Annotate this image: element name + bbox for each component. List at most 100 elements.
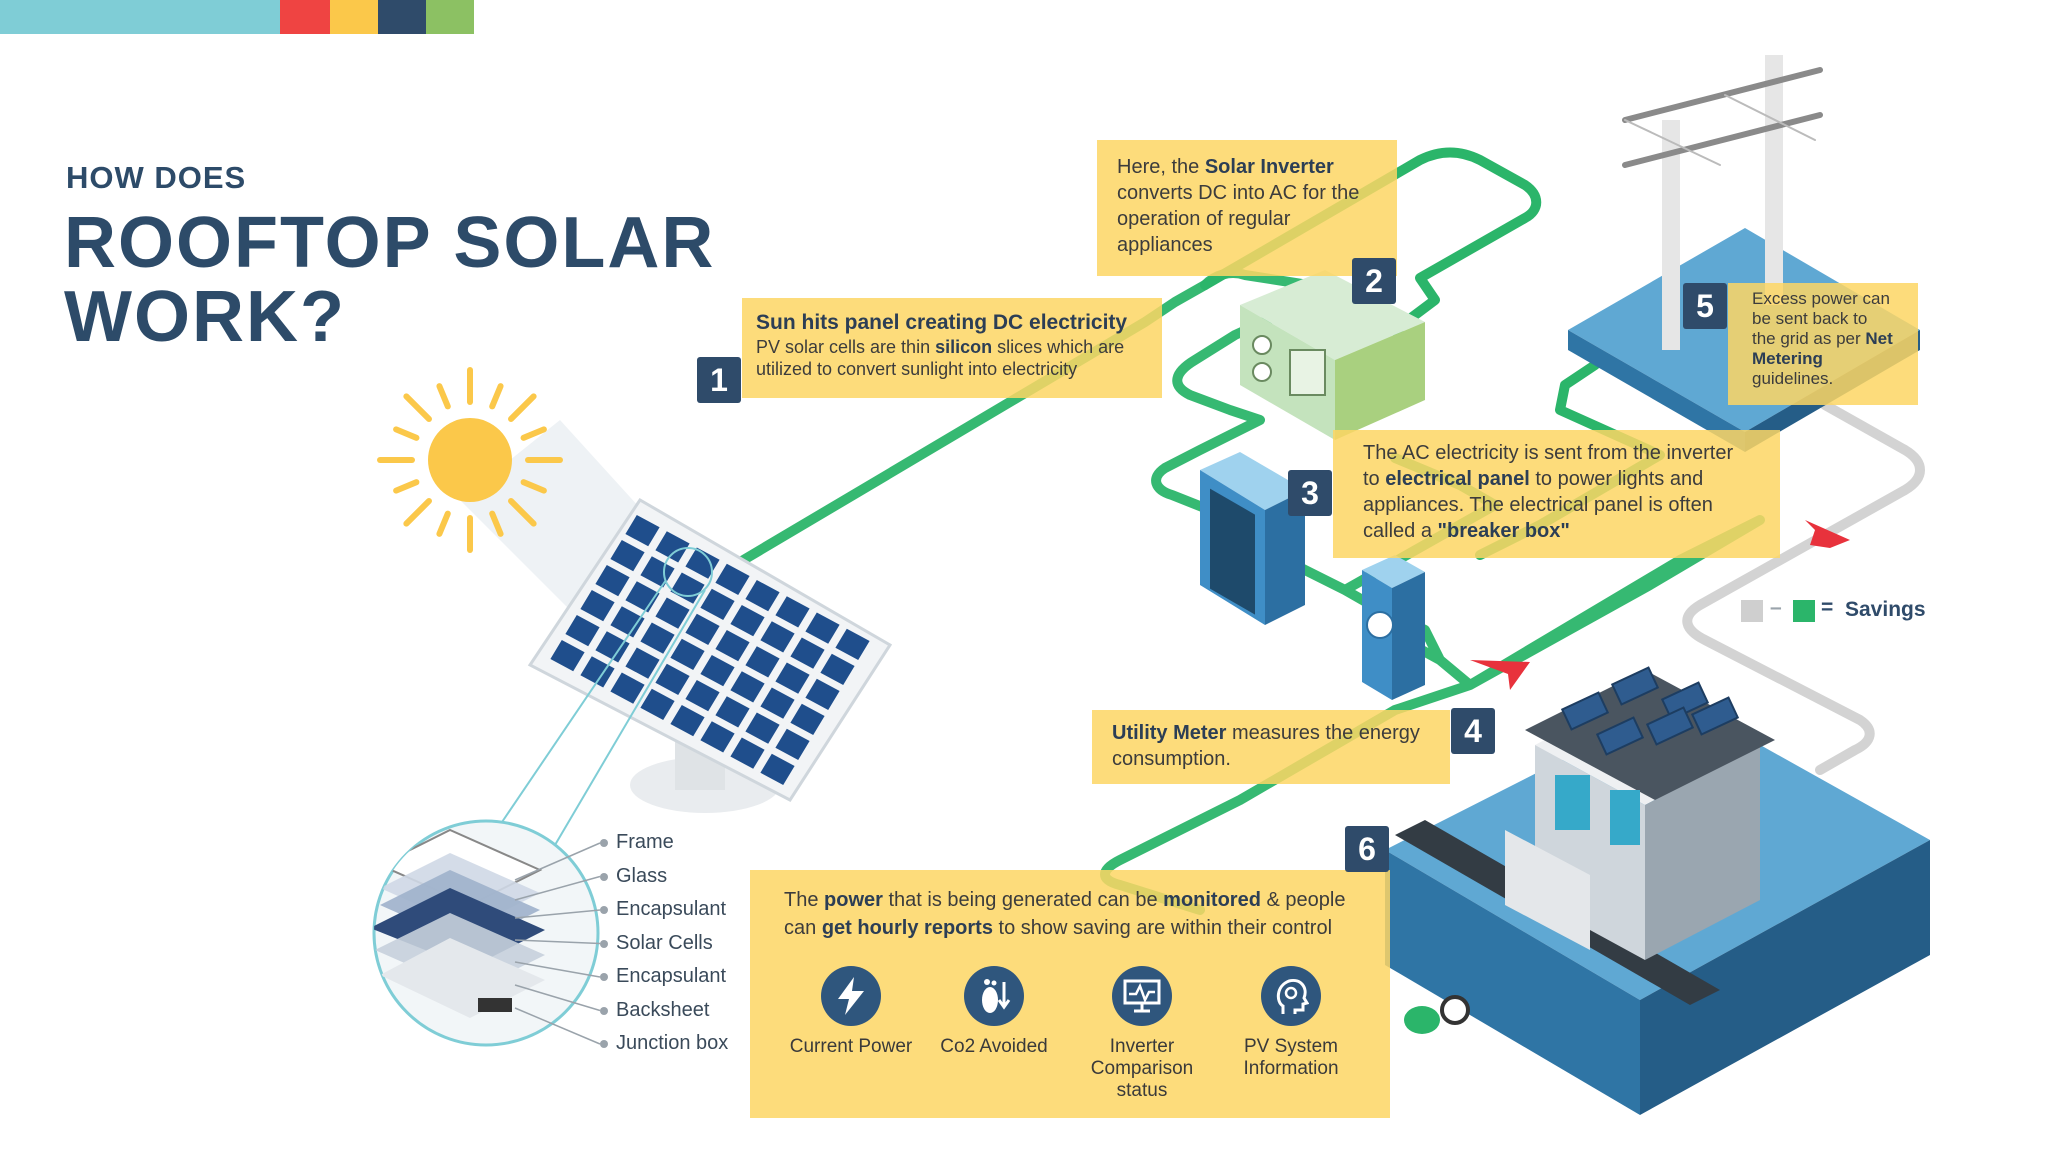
panel-cell [670,705,705,737]
utility-pole [1622,55,1823,350]
footprint-icon [964,966,1024,1026]
sun-ray [520,426,547,441]
layer-leader-line [514,1007,601,1045]
utility-meter [1362,555,1425,700]
panel-cell [760,753,795,785]
layer-label: Glass [616,864,668,887]
layer-label: Backsheet [616,998,710,1021]
legend-grey-swatch [1741,600,1763,622]
step-2-badge: 2 [1352,258,1396,304]
panel-cell [700,655,735,687]
step-4-text: Utility Meter measures the energy consum… [1112,722,1420,770]
layer-label: Solar Cells [616,931,713,954]
panel-cell [640,622,675,654]
monitoring-item-label: Inverter Comparison status [1090,1036,1194,1101]
panel-cell [700,721,735,753]
panel-cell [730,671,765,703]
arrow-red-grid [1805,520,1850,548]
panel-cell [670,572,705,604]
panel-cell [790,703,825,735]
panel-cell [775,662,810,694]
sun-ray [520,479,547,494]
callout-step-5: Excess power can be sent back to the gri… [1728,283,1918,405]
step-6-badge: 6 [1345,826,1389,872]
layer-leader-line [514,961,601,978]
sun-icon [377,367,563,553]
top-bar-yellow [330,0,378,34]
electrical-panel [1200,452,1305,625]
sun-ray [393,426,420,441]
layer-dot [600,872,608,881]
layer-dot [600,1006,608,1015]
sun-ray [403,393,432,422]
green-wire-upper [1200,147,1542,360]
layer-label: Encapsulant [616,898,727,920]
layer-dot [600,906,608,914]
panel-cell [805,612,840,644]
house-plug [1404,995,1470,1034]
panel-cell [685,613,720,645]
panel-cell [835,628,870,660]
panel-cell [670,638,705,670]
panel-cell [655,531,690,563]
panel-cell [745,580,780,612]
sun-ray [489,510,504,537]
step-3-badge: 3 [1288,470,1332,516]
panel-cell [700,588,735,620]
sun-ray [489,383,504,410]
step-1-text: PV solar cells are thin silicon slices w… [756,337,1125,379]
sun-ray [403,498,432,527]
monitor-icon [1112,966,1172,1026]
panel-cell [745,712,780,744]
page-title: ROOFTOP SOLAR WORK? [64,206,744,354]
zoom-line-1 [499,579,667,826]
panel-cell [655,663,690,695]
monitoring-item-label: PV System Information [1243,1036,1339,1079]
step-1-badge: 1 [697,357,741,403]
callout-step-1: Sun hits panel creating DC electricity P… [742,298,1162,398]
step-2-text: Here, the Solar Inverter converts DC int… [1117,156,1360,256]
sun-ray [436,510,451,537]
solar-inverter [1240,270,1425,440]
panel-cell [625,515,660,547]
panel-cell [760,621,795,653]
top-bar-navy [378,0,426,34]
lightning-icon [821,966,881,1026]
layer-label: Junction box [616,1032,729,1054]
panel-cell [625,581,660,613]
legend-label: Savings [1845,598,1926,621]
panel-cell [790,637,825,669]
grey-wire [1682,400,1925,775]
panel-cell [610,540,645,572]
panel-cell [715,696,750,728]
panel-cell [655,597,690,629]
legend-green-swatch [1793,600,1815,622]
panel-cell [820,653,855,685]
panel-cell [775,596,810,628]
panel-cell [565,615,600,647]
top-bar-green [426,0,474,34]
panel-cell [760,687,795,719]
monitoring-item-label: Co2 Avoided [940,1036,1048,1057]
monitoring-item-label: Current Power [789,1036,913,1057]
panel-cell [580,590,615,622]
sun-ray [508,393,537,422]
legend-dash: – [1770,596,1782,619]
head-gear-icon [1261,966,1321,1026]
step-1-title: Sun hits panel creating DC electricity [756,311,1128,334]
heading-small: HOW DOES [66,160,247,195]
zoom-line-2 [554,589,706,846]
top-bar-teal [0,0,280,34]
solar-panel [527,497,893,813]
step-5-badge: 5 [1683,283,1727,329]
panel-cell [550,640,585,672]
panel-cell [685,680,720,712]
layer-leader-line [514,875,601,901]
panel-cell [640,688,675,720]
step-6-text: The power that is being generated can be… [784,889,1346,939]
arrow-red-meter [1470,660,1530,690]
panel-cell [745,646,780,678]
layer-dot [600,1040,608,1048]
top-bar-red [280,0,330,34]
